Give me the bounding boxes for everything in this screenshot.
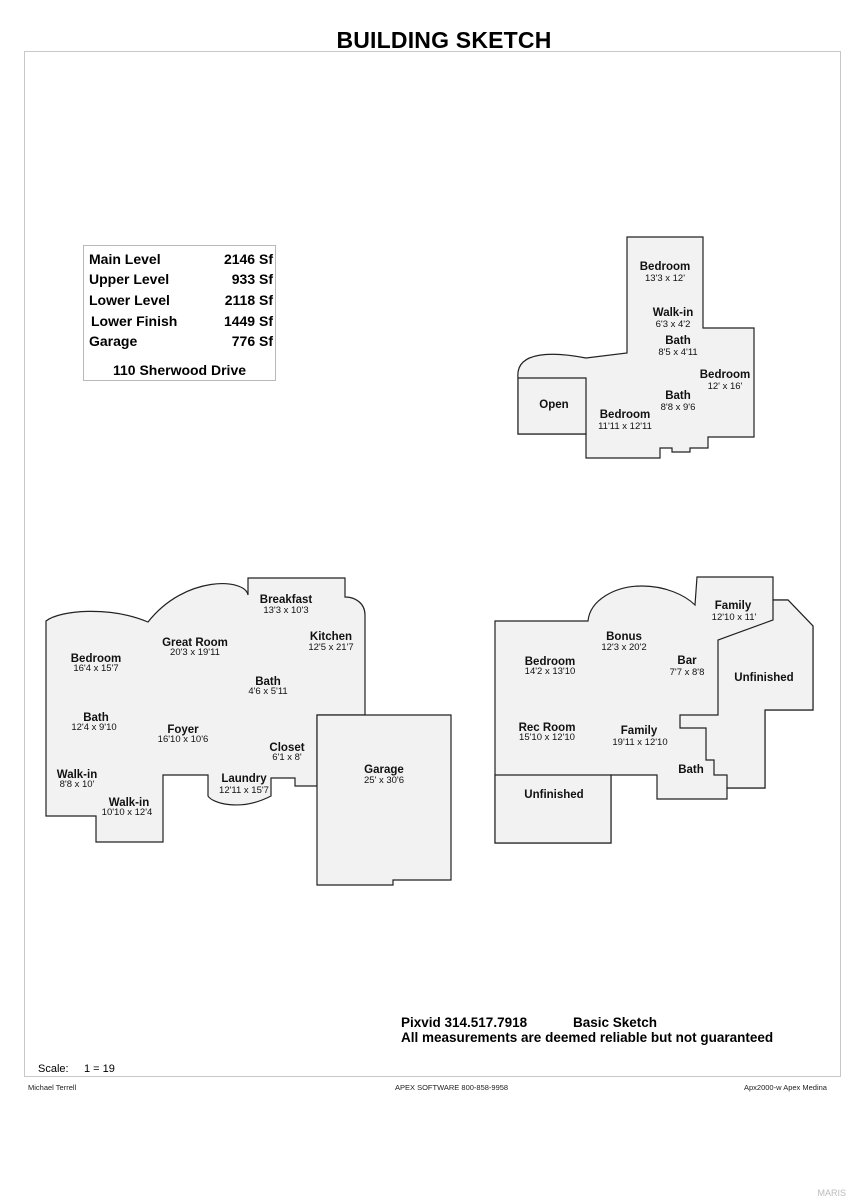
room-dims: 7'7 x 8'8 — [670, 667, 705, 678]
area-label: Lower Finish — [91, 313, 178, 329]
room-dims: 12'10 x 11' — [712, 612, 757, 623]
room-name: Breakfast — [260, 594, 313, 606]
room-name: Rec Room — [519, 722, 576, 734]
room-dims: 16'10 x 10'6 — [158, 734, 209, 745]
room-name: Bath — [83, 712, 109, 724]
room-name: Bonus — [606, 631, 642, 643]
room-dims: 12'3 x 20'2 — [601, 642, 646, 653]
unfinished-side-outline — [679, 599, 814, 789]
room-name: Unfinished — [734, 672, 793, 684]
unfinished-front-outline — [494, 774, 612, 844]
room-dims: 12'11 x 15'7 — [219, 785, 269, 796]
room-dims: 4'6 x 5'11 — [248, 686, 287, 697]
room-name: Laundry — [221, 773, 267, 785]
area-value: 2118 Sf — [224, 292, 273, 308]
page-title: BUILDING SKETCH — [336, 27, 552, 53]
room-name: Kitchen — [310, 631, 352, 643]
room-name: Family — [621, 725, 658, 737]
area-value: 2146 Sf — [223, 251, 273, 267]
room-name: Foyer — [167, 724, 199, 736]
pixvid-line: Pixvid 314.517.7918 Basic Sketch — [401, 1015, 657, 1030]
room-dims: 10'10 x 12'4 — [102, 807, 153, 818]
room-name: Bedroom — [71, 653, 121, 665]
room-name: Bedroom — [600, 409, 650, 421]
room-dims: 14'2 x 13'10 — [525, 666, 576, 677]
room-name: Bath — [665, 390, 691, 402]
room-dims: 12'5 x 21'7 — [308, 642, 353, 653]
main-level-plan: Breakfast 13'3 x 10'3 Great Room 20'3 x … — [45, 577, 452, 886]
room-dims: 12' x 16' — [708, 381, 743, 392]
room-dims: 11'11 x 12'11 — [598, 421, 652, 432]
room-dims: 12'4 x 9'10 — [71, 722, 116, 733]
room-name: Bath — [678, 764, 704, 776]
lower-level-plan: Family 12'10 x 11' Bonus 12'3 x 20'2 Bed… — [494, 576, 814, 844]
room-name: Bath — [255, 676, 281, 688]
room-dims: 6'1 x 8' — [272, 752, 302, 763]
room-name: Garage — [364, 764, 404, 776]
area-label: Lower Level — [89, 292, 170, 308]
room-dims: 20'3 x 19'11 — [170, 647, 220, 658]
room-name: Walk-in — [57, 769, 97, 781]
room-dims: 16'4 x 15'7 — [73, 663, 118, 674]
open-area-outline — [517, 377, 587, 435]
area-value: 1449 Sf — [223, 313, 273, 329]
area-value: 933 Sf — [231, 271, 273, 287]
author: Michael Terrell — [28, 1083, 77, 1092]
area-label: Upper Level — [89, 271, 170, 287]
room-dims: 8'5 x 4'11 — [658, 347, 697, 358]
room-name: Family — [715, 600, 752, 612]
room-dims: 6'3 x 4'2 — [656, 319, 691, 330]
pixvid-contact: Pixvid 314.517.7918 — [401, 1015, 528, 1030]
room-name: Great Room — [162, 637, 228, 649]
room-name: Unfinished — [524, 789, 583, 801]
room-dims: 15'10 x 12'10 — [519, 732, 575, 743]
room-name: Closet — [269, 742, 304, 754]
room-name: Bedroom — [700, 369, 750, 381]
room-dims: 13'3 x 10'3 — [263, 605, 308, 616]
room-dims: 19'11 x 12'10 — [612, 737, 667, 748]
area-value: 776 Sf — [231, 333, 273, 349]
room-name: Bedroom — [640, 261, 690, 273]
upper-level-plan: Bedroom 13'3 x 12' Walk-in 6'3 x 4'2 Bat… — [517, 236, 755, 459]
disclaimer: All measurements are deemed reliable but… — [401, 1030, 774, 1045]
scale-value: 1 = 19 — [84, 1063, 115, 1075]
area-label: Garage — [89, 333, 138, 349]
scale-label: Scale: — [38, 1063, 69, 1075]
room-name: Bath — [665, 335, 691, 347]
room-name: Bar — [677, 655, 697, 667]
room-name: Walk-in — [653, 307, 693, 319]
room-name: Bedroom — [525, 656, 575, 668]
watermark: MARIS — [817, 1188, 846, 1198]
area-summary-box: Main Level 2146 Sf Upper Level 933 Sf Lo… — [83, 245, 276, 381]
software-credit: APEX SOFTWARE 800-858-9958 — [395, 1083, 509, 1092]
room-dims: 8'8 x 10' — [60, 779, 95, 790]
room-name: Walk-in — [109, 797, 149, 809]
area-label: Main Level — [89, 251, 161, 267]
room-dims: 8'8 x 9'6 — [661, 402, 696, 413]
garage-outline — [316, 714, 452, 886]
room-dims: 25' x 30'6 — [364, 775, 404, 786]
room-name: Open — [539, 399, 568, 411]
main-level-outline — [45, 577, 366, 843]
sketch-frame — [24, 51, 841, 1077]
sketch-type: Basic Sketch — [573, 1015, 658, 1030]
room-dims: 13'3 x 12' — [645, 273, 685, 284]
software-version: Apx2000-w Apex Medina — [744, 1083, 827, 1092]
property-address: 110 Sherwood Drive — [112, 362, 247, 378]
